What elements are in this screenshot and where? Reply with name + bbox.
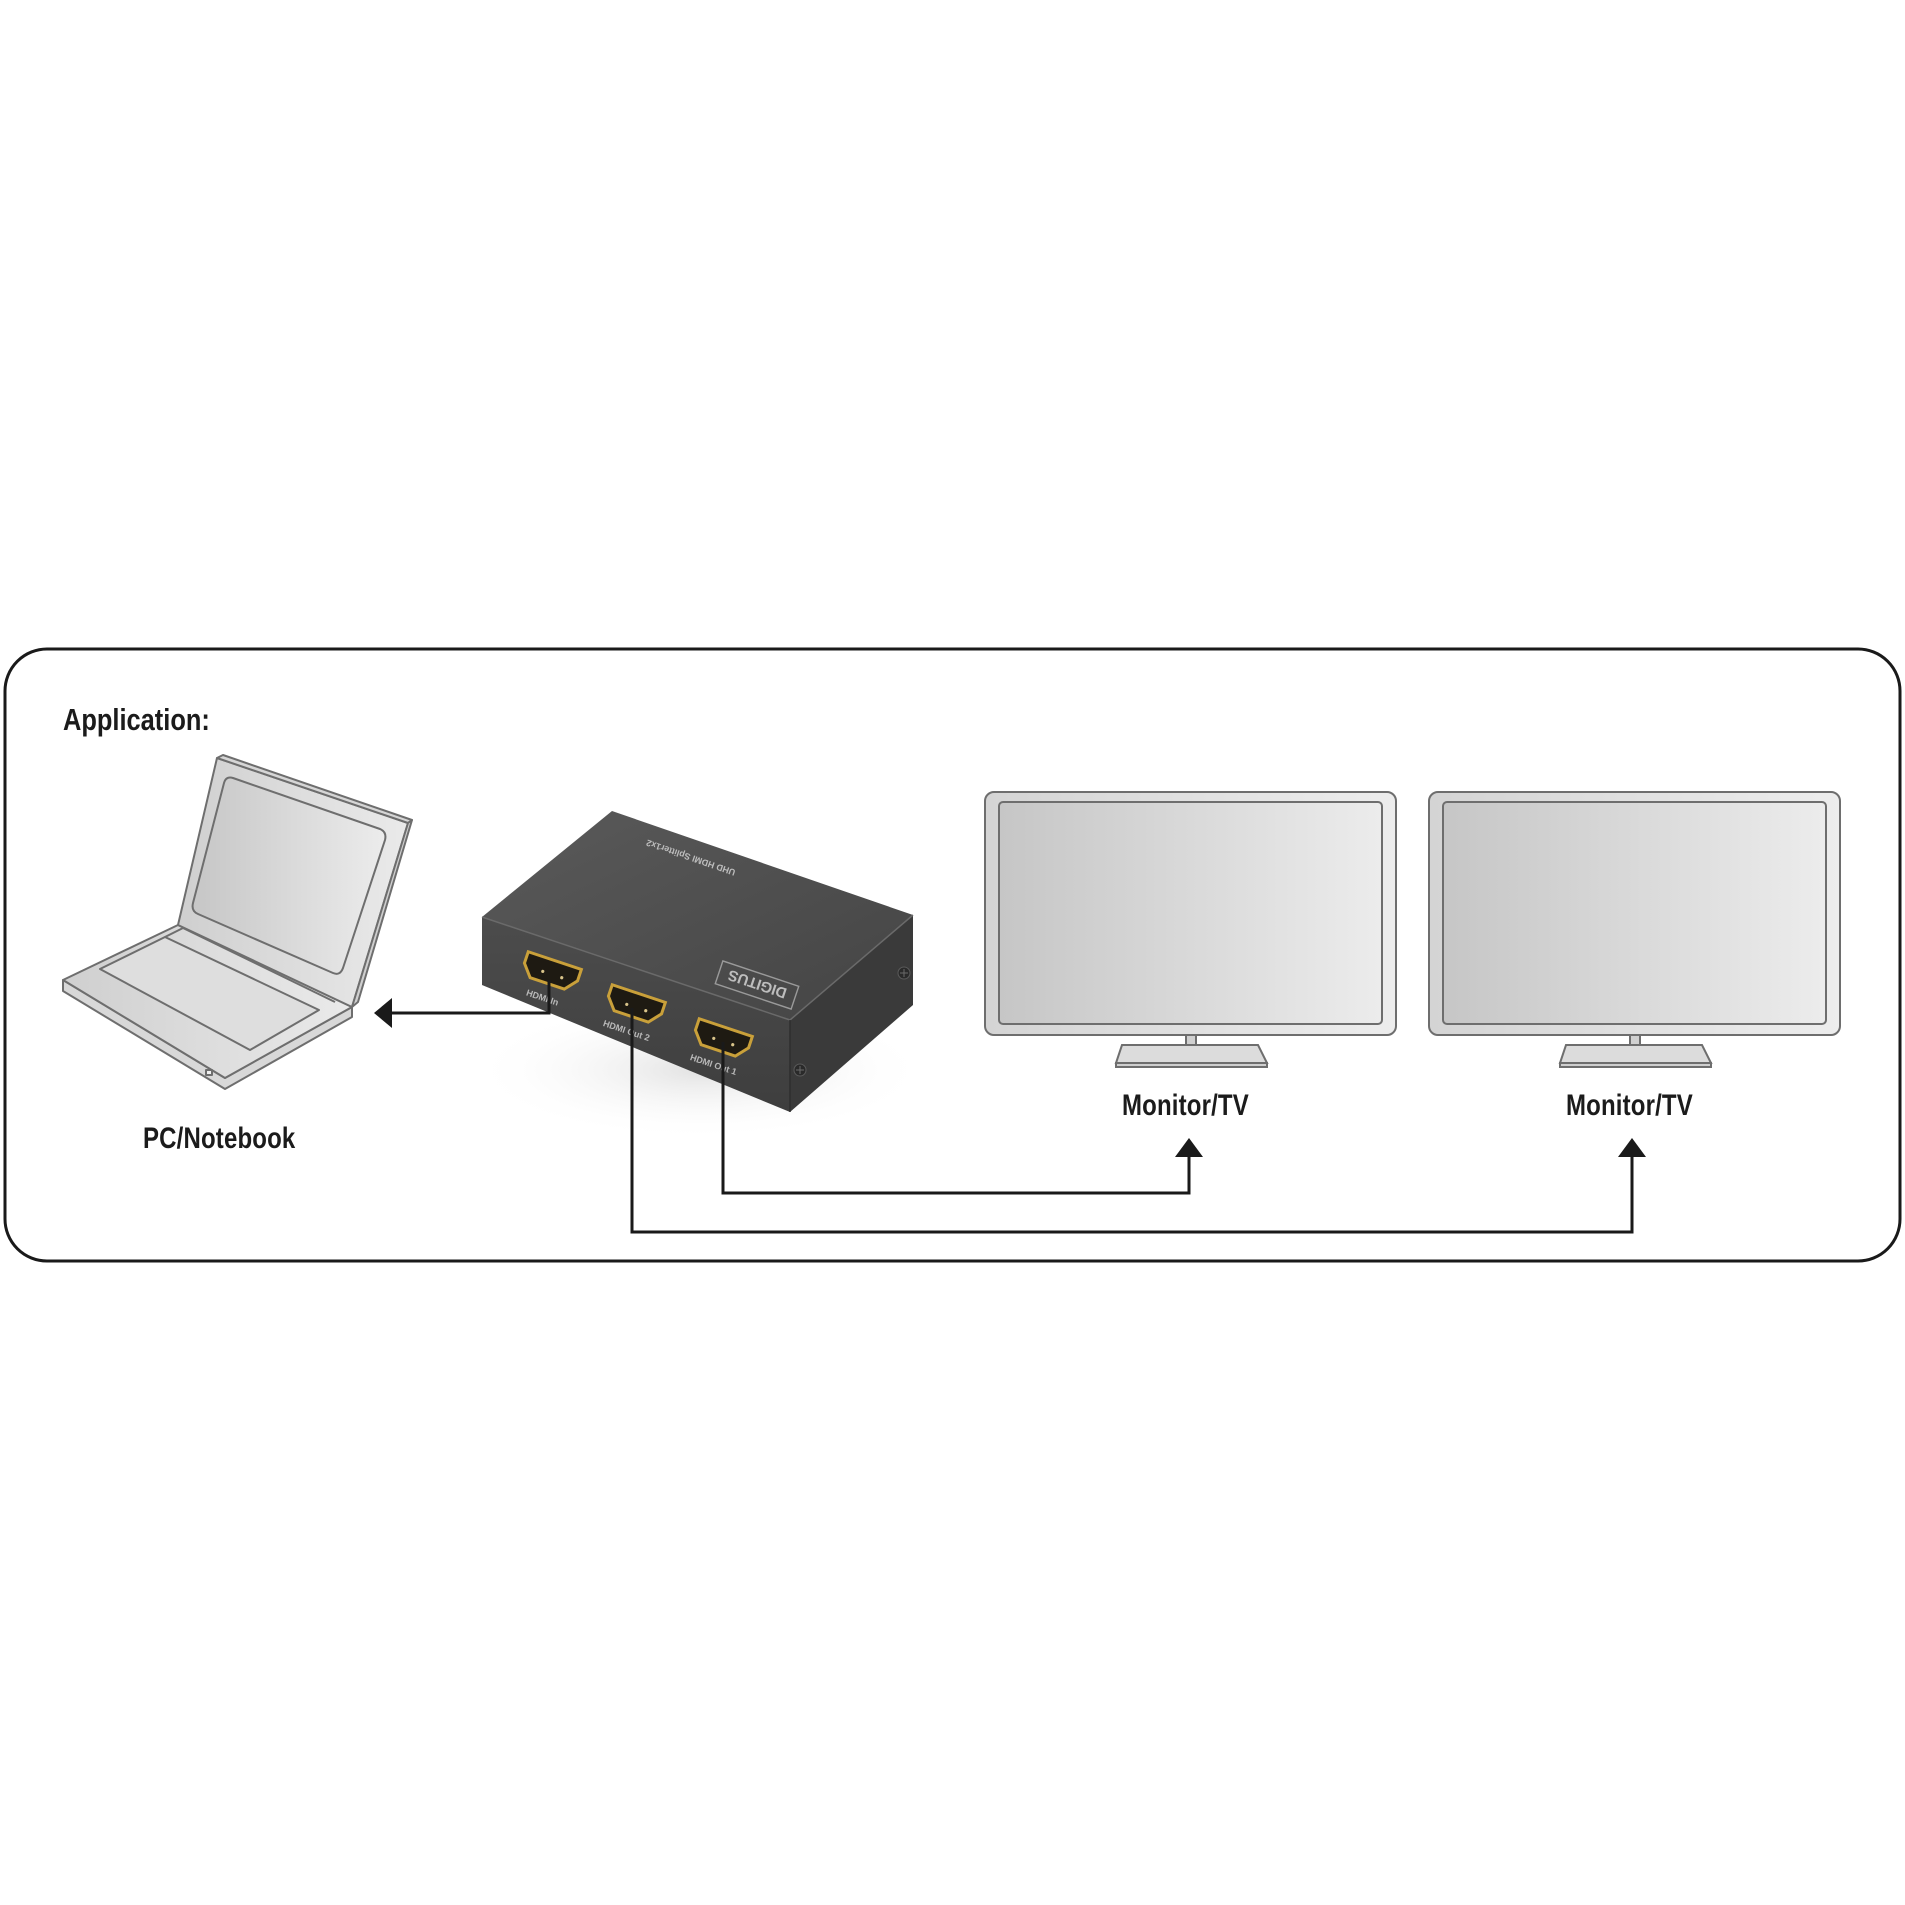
connector-out2-to-monitor2 <box>630 1008 1634 1234</box>
diagram-frame <box>3 647 1902 1263</box>
monitor-icon <box>984 791 1397 1068</box>
pc-notebook-label: PC/Notebook <box>143 1122 296 1155</box>
arrow-left-icon <box>374 998 392 1028</box>
arrow-up-icon <box>1618 1138 1646 1157</box>
screw-icon <box>793 1063 807 1077</box>
connector-in-to-pc <box>392 980 551 1015</box>
connector-out1-to-monitor1 <box>721 1042 1191 1195</box>
monitor-tv-2-label: Monitor/TV <box>1566 1089 1693 1122</box>
arrow-up-icon <box>1175 1138 1203 1157</box>
hdmi-splitter-icon: UHD HDMI Splitter1x2 DIGITUS HDMI In <box>470 811 930 1140</box>
monitor-icon <box>1428 791 1841 1068</box>
laptop-icon <box>62 754 413 1090</box>
screw-icon <box>897 966 911 980</box>
diagram-title: Application: <box>63 702 210 737</box>
monitor-tv-1-label: Monitor/TV <box>1122 1089 1249 1122</box>
